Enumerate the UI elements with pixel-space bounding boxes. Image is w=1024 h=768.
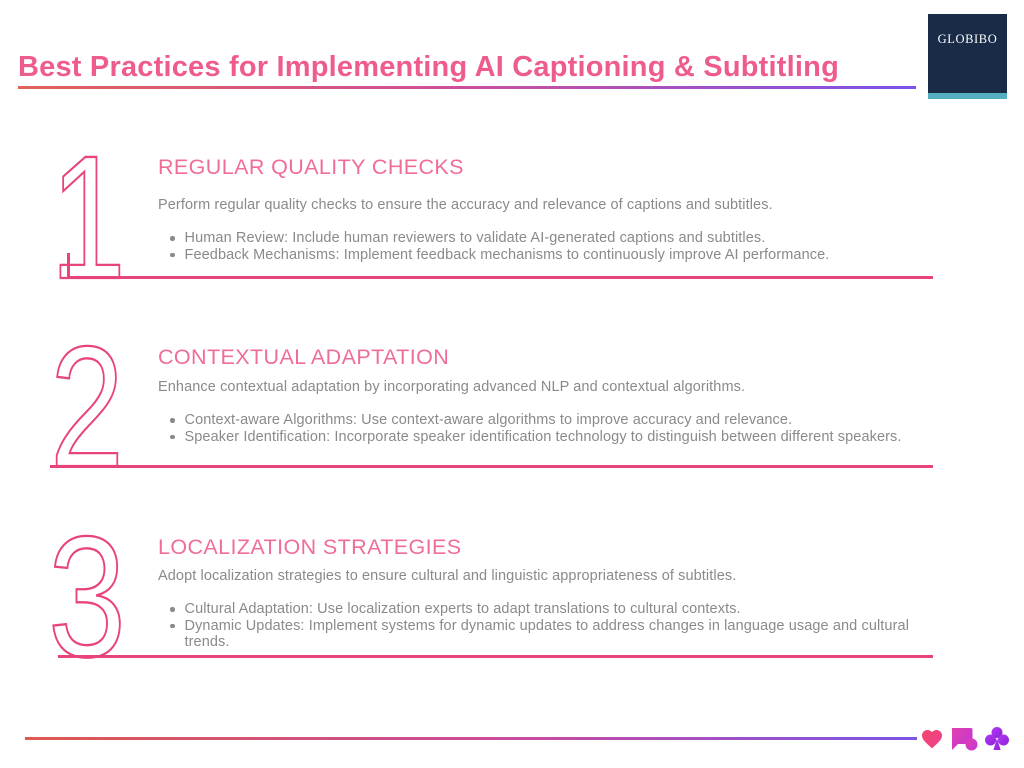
section-1-bullet-list: Human Review: Include human reviewers to… — [170, 230, 920, 263]
bullet-item: Feedback Mechanisms: Implement feedback … — [170, 247, 920, 264]
bullet-text: Cultural Adaptation: Use localization ex… — [184, 601, 741, 617]
bullet-dot — [170, 252, 175, 257]
bullet-dot — [170, 236, 175, 241]
bullet-text: Speaker Identification: Incorporate spea… — [184, 428, 902, 445]
section-1-description: Perform regular quality checks to ensure… — [158, 197, 773, 213]
bullet-item: Speaker Identification: Incorporate spea… — [170, 429, 920, 446]
bullet-dot — [170, 434, 175, 439]
bullet-text: Feedback Mechanisms: Implement feedback … — [184, 246, 830, 263]
bullet-item: Cultural Adaptation: Use localization ex… — [170, 601, 920, 618]
section-1-title: REGULAR QUALITY CHECKS — [158, 155, 464, 179]
globibo-logo: GLOBIBO — [928, 14, 1007, 99]
section-1-divider — [67, 276, 933, 279]
footer-divider — [25, 737, 917, 740]
section-3-description: Adopt localization strategies to ensure … — [158, 568, 737, 584]
section-2-description: Enhance contextual adaptation by incorpo… — [158, 379, 746, 395]
footer-icons — [920, 725, 1010, 753]
section-3-title: LOCALIZATION STRATEGIES — [158, 535, 462, 559]
section-number: 1 — [50, 146, 126, 286]
section-3-number-icon: 3 — [47, 528, 127, 663]
page-title: Best Practices for Implementing AI Capti… — [18, 51, 839, 83]
bullet-item: Dynamic Updates: Implement systems for d… — [170, 618, 920, 651]
section-3-bullet-list: Cultural Adaptation: Use localization ex… — [170, 601, 920, 651]
section-2-title: CONTEXTUAL ADAPTATION — [158, 345, 450, 369]
bullet-text: Dynamic Updates: Implement systems for d… — [184, 617, 910, 651]
bullet-item: Context-aware Algorithms: Use context-aw… — [170, 412, 920, 429]
section-number: 2 — [50, 338, 124, 473]
heart-icon — [922, 730, 942, 749]
section-2-divider — [50, 465, 933, 468]
bullet-dot — [170, 418, 175, 423]
section-3-divider — [58, 655, 933, 658]
section-1-number-icon: 1 — [49, 146, 127, 286]
bullet-text: Context-aware Algorithms: Use context-aw… — [184, 412, 793, 428]
logo-text: GLOBIBO — [937, 32, 998, 46]
section-2-bullet-list: Context-aware Algorithms: Use context-aw… — [170, 412, 920, 445]
bullet-dot — [170, 623, 175, 628]
bullet-dot — [170, 607, 175, 612]
chat-bubbles-icon — [951, 728, 978, 751]
section-number: 3 — [48, 528, 126, 663]
title-underline — [18, 86, 916, 89]
section-2-number-icon: 2 — [49, 338, 125, 473]
bullet-text: Human Review: Include human reviewers to… — [184, 230, 766, 246]
logo-teal-strip — [928, 93, 1007, 99]
bullet-item: Human Review: Include human reviewers to… — [170, 230, 920, 247]
section-1-connector — [67, 253, 70, 278]
club-icon — [985, 727, 1009, 750]
